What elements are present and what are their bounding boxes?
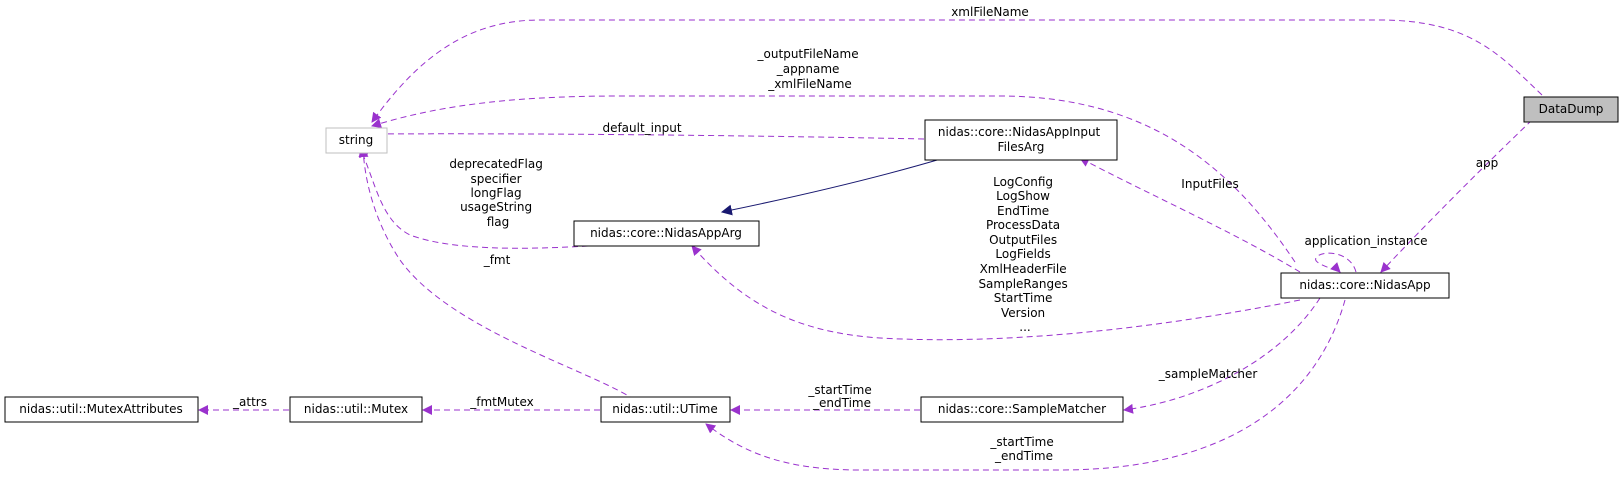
svg-text:deprecatedFlag specifier: deprecatedFlag specifier longFlag usageS… [449,157,546,229]
node-utime-label: nidas::util::UTime [612,402,717,416]
svg-text:app: app [1476,156,1499,170]
edge-default-input [371,128,925,140]
svg-text:_startTime _endTime: _startTime _endTime [807,383,875,410]
edge-label-endtime: EndTime [997,204,1049,218]
edge-label-logconfig: LogConfig [993,175,1053,189]
edge-label-fmt: _fmt [483,253,511,267]
edge-label-flag: flag [487,215,510,229]
edge-label-app: app [1476,156,1499,170]
edge-label-processdata: ProcessData [986,218,1060,232]
edge-xmlfilename [371,19,1543,123]
node-string[interactable]: string [325,127,388,154]
edge-label-endtime-sm: _endTime [812,396,871,410]
svg-text:default_input: default_input [602,121,681,135]
node-samplematcher-label: nidas::core::SampleMatcher [938,402,1106,416]
edge-label-ellipsis: ... [1019,320,1030,334]
node-datadump[interactable]: DataDump [1523,96,1619,123]
edge-label-logfields: LogFields [995,247,1050,261]
node-mutexattributes[interactable]: nidas::util::MutexAttributes [4,396,199,423]
edge-string-from-nidasapparg [359,147,589,249]
edge-label-deprecatedflag: deprecatedFlag [449,157,543,171]
edge-label-fmtmutex: _fmtMutex [469,395,534,409]
svg-text:_fmt: _fmt [483,253,511,267]
node-mutex-label: nidas::util::Mutex [304,402,408,416]
node-nidasappinputfilesarg-label-2: FilesArg [998,140,1045,154]
edge-label-xmlfilename2: _xmlFileName [767,77,852,91]
node-nidasappinputfilesarg[interactable]: nidas::core::NidasAppInput FilesArg [924,119,1118,161]
node-samplematcher[interactable]: nidas::core::SampleMatcher [920,396,1124,423]
edge-label-default-input: default_input [602,121,681,135]
svg-text:_sampleMatcher: _sampleMatcher [1158,367,1258,381]
edge-samplematcher [1123,297,1321,414]
edge-label-longflag: longFlag [471,186,522,200]
edge-label-xmlheaderfile: XmlHeaderFile [980,262,1067,276]
edge-app [1380,119,1533,273]
svg-text:LogConfig LogShow: LogConfig LogShow EndTime ProcessData Ou… [978,175,1071,334]
edge-label-outputfiles: OutputFiles [989,233,1057,247]
edge-label-outputfilename: _outputFileName [757,47,859,61]
edge-label-starttime: StartTime [994,291,1053,305]
edge-nidasapparg-from-nidasapp [691,245,1301,341]
edge-fmt [358,147,636,401]
svg-text:_startTime _endTime: _startTime _endTime [989,435,1057,463]
edge-label-endtime-na: _endTime [994,449,1053,463]
edge-label-version: Version [1001,306,1045,320]
edge-label-appname: _appname [776,62,840,76]
edge-label-specifier: specifier [471,172,522,186]
svg-text:_fmtMutex: _fmtMutex [469,395,534,409]
edge-label-xmlfilename: xmlFileName [951,5,1029,19]
node-mutexattributes-label: nidas::util::MutexAttributes [19,402,183,416]
svg-text:_outputFileName _appname: _outputFileName _appname _xmlFileName [757,47,863,91]
edge-inputfiles [1079,157,1301,273]
svg-text:nidas::core::NidasAppInput: nidas::core::NidasAppInput FilesArg [938,125,1104,154]
svg-text:xmlFileName: xmlFileName [951,5,1029,19]
node-nidasapp[interactable]: nidas::core::NidasApp [1280,272,1450,299]
edges: xmlFileName _outputFileName _appname _xm… [198,5,1543,471]
edge-label-inputfiles: InputFiles [1181,177,1238,191]
edge-label-application-instance: application_instance [1304,234,1427,248]
svg-text:InputFiles: InputFiles [1181,177,1238,191]
node-string-label: string [339,133,373,147]
edge-label-starttime-sm: _startTime [807,383,871,397]
edge-label-samplematcher: _sampleMatcher [1158,367,1258,381]
svg-text:_attrs: _attrs [232,395,267,409]
node-nidasappinputfilesarg-label-1: nidas::core::NidasAppInput [938,125,1101,139]
edge-label-sampleranges: SampleRanges [978,277,1067,291]
node-nidasapp-label: nidas::core::NidasApp [1299,278,1430,292]
edge-label-starttime-na: _startTime [989,435,1053,449]
node-utime[interactable]: nidas::util::UTime [600,396,731,423]
edge-label-logshow: LogShow [996,189,1050,203]
node-datadump-label: DataDump [1539,102,1604,116]
edge-label-usagestring: usageString [460,200,532,214]
node-mutex[interactable]: nidas::util::Mutex [289,396,423,423]
node-nidasapparg[interactable]: nidas::core::NidasAppArg [573,220,760,247]
edge-inheritance-nidasapparg [720,157,945,216]
edge-label-attrs: _attrs [232,395,267,409]
edge-application-instance [1315,252,1357,273]
node-nidasapparg-label: nidas::core::NidasAppArg [590,226,742,240]
edge-string-from-nidasapp [371,95,1296,263]
nodes: string DataDump nidas::core::NidasAppInp… [4,96,1619,423]
svg-text:application_instance: application_instance [1304,234,1427,248]
